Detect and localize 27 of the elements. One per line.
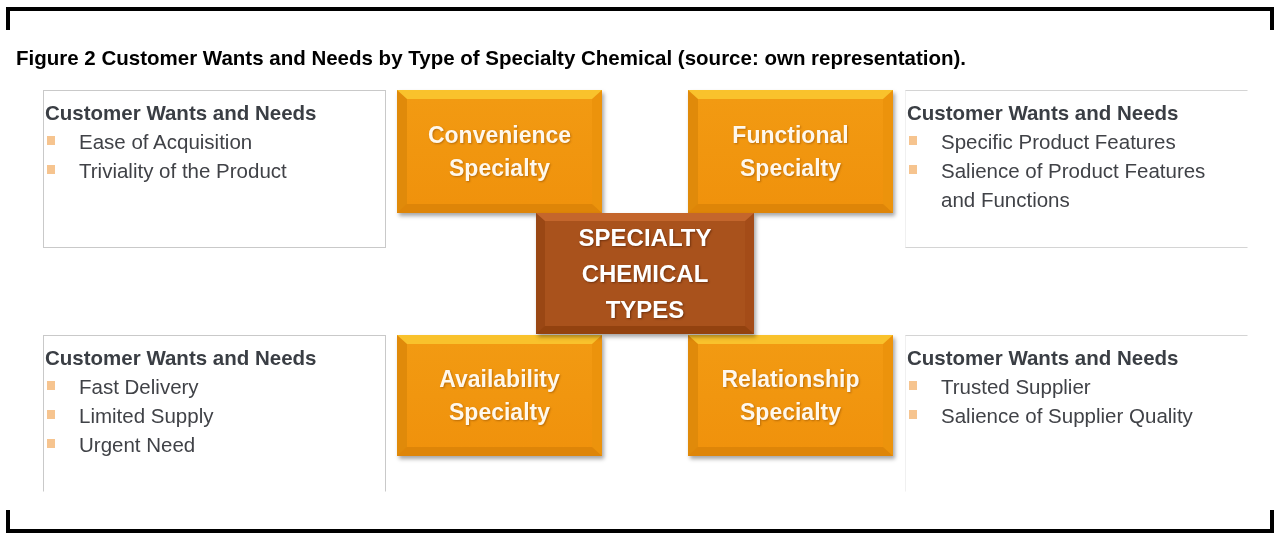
category-tile — [397, 335, 602, 456]
tile-label: Functional Specialty — [731, 120, 850, 183]
category-tile — [688, 90, 893, 213]
bullet-item: Specific Product Features — [941, 129, 1176, 155]
bullet-item: Urgent Need — [79, 432, 196, 458]
center-tile — [536, 213, 754, 334]
center-label: SPECIALTY CHEMICAL TYPES — [577, 222, 713, 325]
bullet-item: Ease of Acquisition — [79, 129, 253, 155]
category-tile — [688, 335, 893, 456]
tile-label: Convenience Specialty — [426, 120, 573, 183]
panel-heading: Customer Wants and Needs — [45, 100, 318, 125]
text-panel — [43, 90, 386, 248]
text-panel — [905, 90, 1248, 248]
bullet-item: Salience of Supplier Quality — [941, 403, 1193, 429]
bullet-item: Limited Supply — [79, 403, 214, 429]
bullet-item: Trusted Supplier — [941, 374, 1091, 400]
tile-label: Relationship Specialty — [720, 364, 861, 427]
bullet-item: Triviality of the Product — [79, 158, 287, 184]
bullet-item: Salience of Product Features and Functions — [941, 158, 1207, 213]
tile-label: Availability Specialty — [438, 364, 561, 427]
panel-heading: Customer Wants and Needs — [45, 345, 318, 370]
bullet-item: Fast Delivery — [79, 374, 199, 400]
panel-heading: Customer Wants and Needs — [907, 345, 1180, 370]
text-panel — [43, 335, 386, 492]
panel-heading: Customer Wants and Needs — [907, 100, 1180, 125]
figure-caption: Figure 2 Customer Wants and Needs by Type of Specialty Chemical (source: own representation). — [16, 46, 967, 70]
category-tile — [397, 90, 602, 213]
